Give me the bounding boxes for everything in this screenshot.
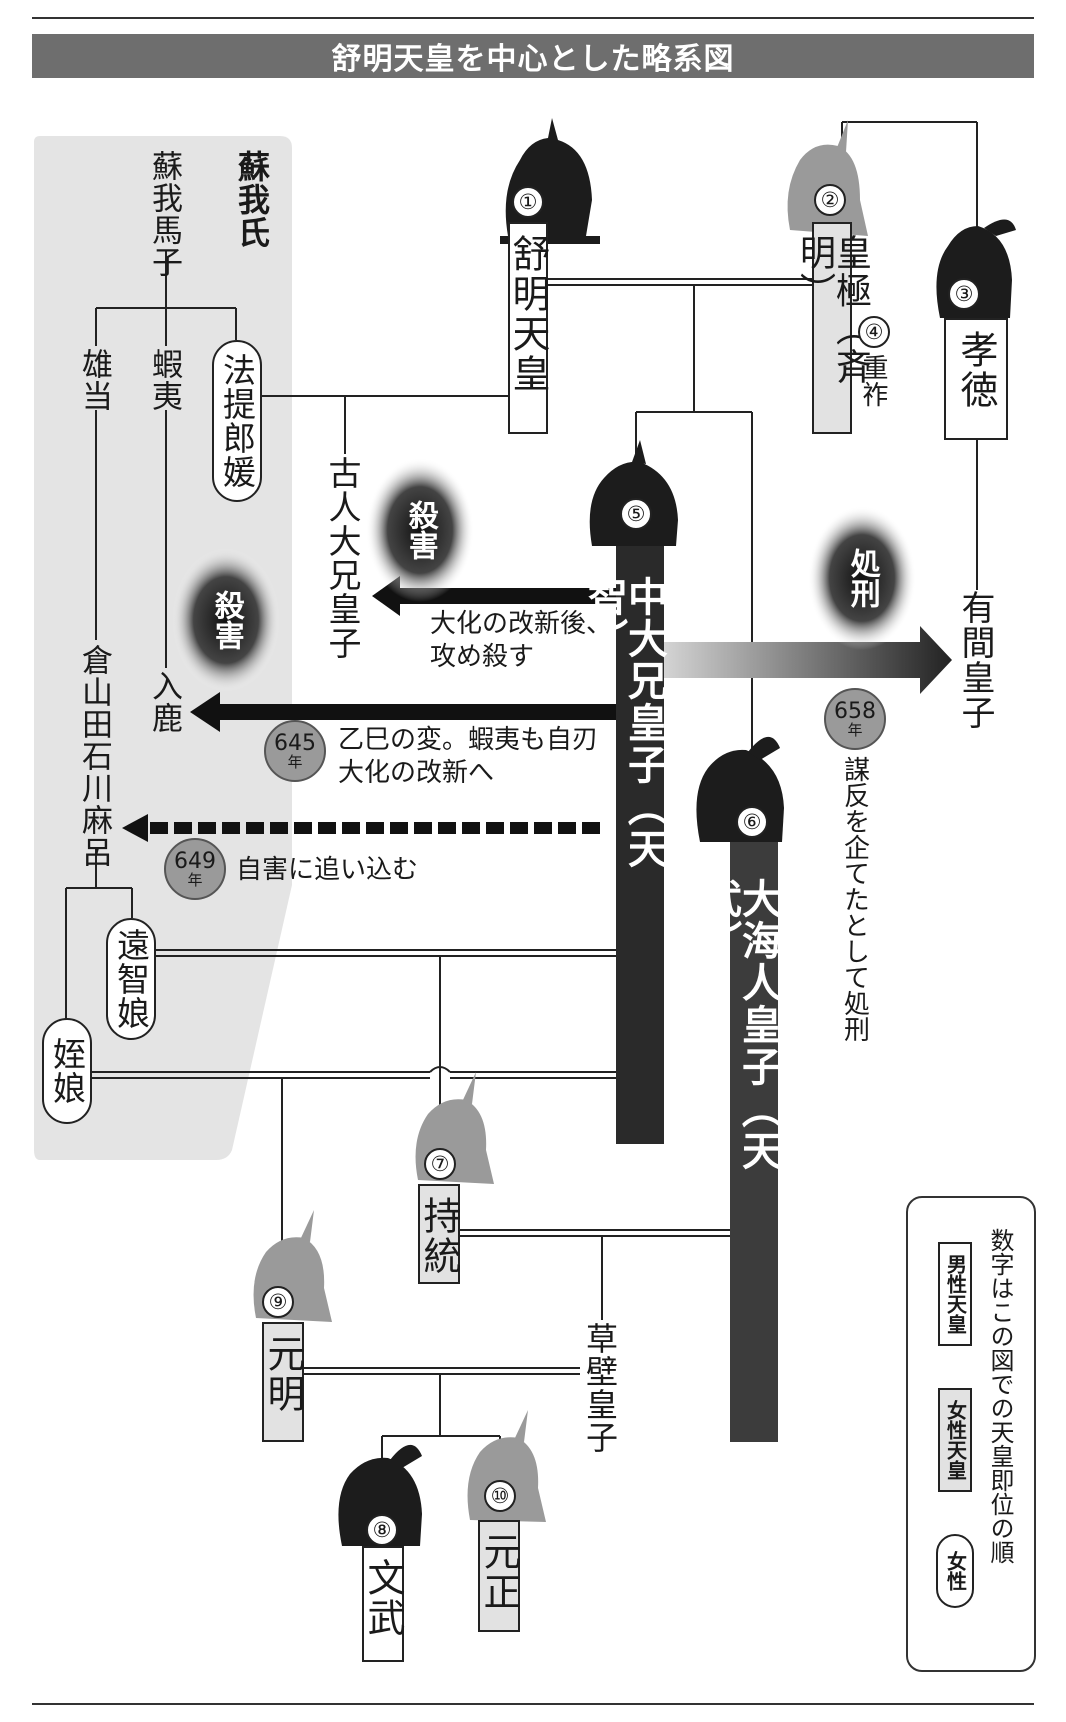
- legend-woman: 女性: [936, 1534, 974, 1608]
- exec-note: 謀反を企てたとして処刑: [839, 756, 870, 1042]
- page-title: 舒明天皇を中心とした略系図: [32, 34, 1034, 78]
- person-arima: 有間皇子: [955, 590, 995, 730]
- order-number-8: ⑧: [366, 1514, 398, 1546]
- year-658-value: 658: [834, 698, 876, 724]
- legend-female: 女性天皇: [938, 1388, 972, 1492]
- legend-caption: 数字はこの図での天皇即位の順: [986, 1228, 1014, 1564]
- order-number-2: ②: [814, 184, 846, 216]
- burst-exec-arima: 処刑: [803, 503, 921, 653]
- burst-kill-iruka: 殺害: [167, 545, 285, 695]
- order-number-6: ⑥: [736, 806, 768, 838]
- nakano-bar: [616, 546, 664, 1144]
- arrow-iruka: [190, 692, 616, 732]
- person-ishikawamaro: 倉山田石川麻呂: [76, 644, 112, 868]
- order-number-7: ⑦: [424, 1148, 456, 1180]
- person-kusakabe: 草壁皇子: [581, 1322, 619, 1454]
- order-number-1: ①: [512, 186, 544, 218]
- suicide-note: 自害に追い込む: [236, 855, 419, 885]
- person-oama: 大海人皇子（天武）: [695, 878, 781, 1172]
- year-658-unit: 年: [847, 720, 863, 739]
- soga-clan-label: 蘇我氏: [233, 150, 271, 249]
- person-mei: 姪娘: [42, 1018, 92, 1124]
- order-number-4: ④: [858, 316, 890, 348]
- person-oshi: 雄当: [76, 348, 112, 412]
- order-number-3: ③: [948, 278, 980, 310]
- order-number-5: ⑤: [620, 498, 652, 530]
- arrow-furuhito: [372, 576, 616, 616]
- person-jito: 持統: [417, 1184, 461, 1284]
- oama-bar: [730, 842, 778, 1442]
- saiso-label: 重祚: [858, 354, 888, 408]
- kill2-note: 乙巳の変。蝦夷も自刃 大化の改新へ: [338, 725, 599, 788]
- person-hotei: 法提郎媛: [212, 340, 262, 502]
- person-ochi: 遠智娘: [106, 918, 156, 1040]
- order-number-9: ⑨: [262, 1286, 294, 1318]
- arrow-ishikawamaro: [122, 814, 600, 842]
- kill-tag-1: 殺害: [402, 500, 438, 560]
- legend: 数字はこの図での天皇即位の順 男性天皇 女性天皇 女性: [906, 1196, 1036, 1672]
- person-kogyoku: 皇極（斉明）: [794, 222, 871, 434]
- burst-kill-furuhito: 殺害: [361, 455, 479, 605]
- person-gensho: 元正: [477, 1520, 521, 1632]
- order-number-10: ⑩: [484, 1480, 516, 1512]
- year-645: 645 年: [264, 720, 326, 782]
- legend-male: 男性天皇: [938, 1242, 972, 1346]
- kill1-note: 大化の改新後、 攻め殺す: [430, 609, 613, 672]
- kill-tag-2: 殺害: [208, 590, 244, 650]
- year-649-unit: 年: [187, 870, 203, 889]
- year-645-unit: 年: [287, 752, 303, 771]
- person-iruka: 入鹿: [146, 670, 182, 734]
- year-649-value: 649: [174, 848, 216, 874]
- person-emishi: 蝦夷: [146, 348, 182, 412]
- year-658: 658 年: [824, 688, 886, 750]
- person-jomei: 舒明天皇: [506, 222, 550, 434]
- person-kotoku: 孝徳: [944, 318, 1008, 440]
- year-649: 649 年: [164, 838, 226, 900]
- person-nakano: 中大兄皇子（天智）: [581, 576, 667, 870]
- person-umako: 蘇我馬子: [146, 150, 182, 278]
- person-monmu: 文武: [361, 1546, 405, 1662]
- exec-tag: 処刑: [844, 548, 880, 608]
- year-645-value: 645: [274, 730, 316, 756]
- person-furuhito: 古人大兄皇子: [323, 456, 362, 660]
- burst-shapes: [172, 458, 916, 692]
- person-genmei: 元明: [261, 1322, 305, 1442]
